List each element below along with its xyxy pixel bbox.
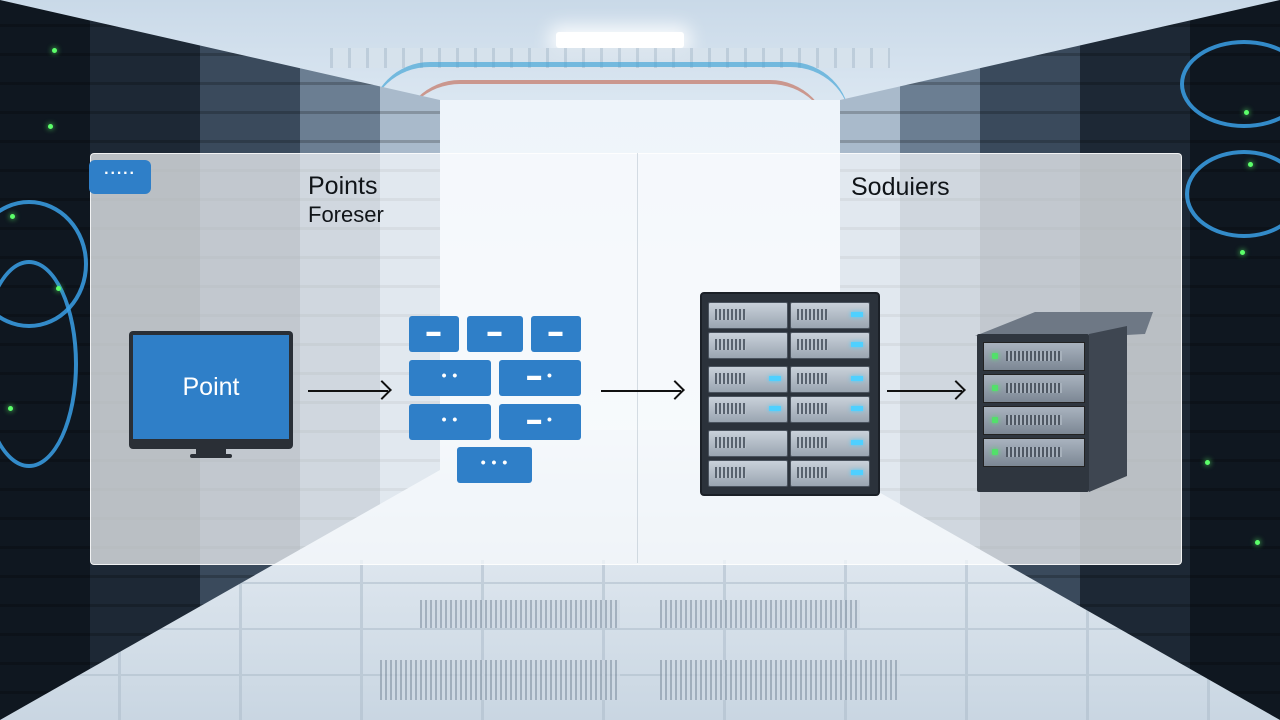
point-block: ▬ (409, 316, 459, 352)
floor-vent (660, 660, 900, 700)
rack-unit (790, 396, 870, 423)
server-bay (983, 406, 1085, 435)
rack-unit (708, 302, 788, 329)
ceiling-light (556, 32, 684, 48)
panel-divider (637, 153, 638, 563)
server-icon (975, 312, 1153, 492)
status-led (8, 406, 13, 411)
right-title: Soduiers (851, 173, 950, 201)
server-side (1089, 326, 1127, 492)
monitor-icon: Point (129, 331, 293, 449)
rack-unit (708, 460, 788, 487)
left-subtitle: Foreser (308, 202, 384, 227)
network-cable (1180, 40, 1280, 128)
point-block: ▬ • (499, 404, 581, 440)
rack-unit (790, 332, 870, 359)
point-block: ▬ (531, 316, 581, 352)
status-led (48, 124, 53, 129)
rack-unit (790, 366, 870, 393)
rack-unit (708, 430, 788, 457)
rack-unit (708, 396, 788, 423)
overhead-cable-red (400, 80, 830, 144)
rack-unit (790, 302, 870, 329)
monitor-label: Point (182, 372, 240, 401)
server-bay (983, 374, 1085, 403)
point-block: • • (409, 404, 491, 440)
server-bay (983, 438, 1085, 467)
rack-unit (790, 460, 870, 487)
status-led (52, 48, 57, 53)
floor-vent (660, 600, 860, 628)
arrow-right-icon (887, 390, 962, 392)
overhead-cable (370, 62, 850, 127)
status-led (10, 214, 15, 219)
monitor-stand (196, 449, 226, 454)
point-block: ▬ (467, 316, 523, 352)
floor-vent (380, 660, 620, 700)
point-block: ▬ • (499, 360, 581, 396)
server-front (977, 334, 1089, 492)
status-led (1240, 250, 1245, 255)
tag-dots-label: ····· (104, 165, 136, 182)
arrow-right-icon (601, 390, 681, 392)
monitor-base (190, 454, 232, 458)
server-bay (983, 342, 1085, 371)
server-rack-icon (700, 292, 880, 496)
point-block: • • (409, 360, 491, 396)
left-title: Points (308, 172, 378, 200)
status-led (1205, 460, 1210, 465)
menu-tag-button[interactable]: ····· (89, 160, 151, 194)
status-led (1248, 162, 1253, 167)
rack-unit (790, 430, 870, 457)
rack-unit (708, 332, 788, 359)
monitor-screen: Point (133, 335, 289, 439)
floor-vent (420, 600, 620, 628)
status-led (1255, 540, 1260, 545)
status-led (56, 286, 61, 291)
arrow-right-icon (308, 390, 388, 392)
rack-unit (708, 366, 788, 393)
network-cable (1185, 150, 1280, 238)
status-led (1244, 110, 1249, 115)
point-block: • • • (457, 447, 532, 483)
